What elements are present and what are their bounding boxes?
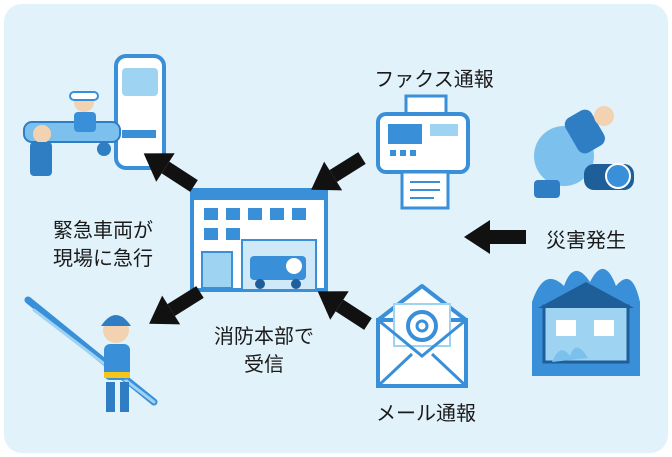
ambulance-stretcher-icon: [23, 54, 166, 176]
firefighter-hose-icon: [24, 296, 158, 412]
fax-report-label: ファクス通報: [374, 67, 494, 91]
collapsed-person-icon: [534, 106, 634, 198]
burning-house-icon: [532, 268, 640, 376]
receive-label-line1: 消防本部で: [214, 324, 314, 348]
dispatch-label-line1: 緊急車両が: [53, 218, 153, 242]
fire-headquarters-building-icon: [190, 188, 328, 292]
diagram-artwork: [23, 54, 640, 412]
mail-report-label: メール通報: [376, 401, 476, 425]
disaster-label: 災害発生: [546, 228, 626, 252]
dispatch-label: 緊急車両が 現場に急行: [18, 216, 188, 272]
receive-label-line2: 受信: [244, 352, 284, 376]
fax-machine-icon: [376, 94, 470, 210]
flow-arrows: [143, 152, 526, 330]
dispatch-label-line2: 現場に急行: [53, 246, 153, 270]
receive-label: 消防本部で 受信: [194, 322, 334, 378]
mail-envelope-at-icon: [376, 284, 468, 388]
arrow-disaster-to-center: [464, 220, 526, 254]
arrow-to-ambulance: [143, 153, 198, 192]
arrow-to-firefighter: [149, 286, 204, 325]
arrow-mail-to-hq: [317, 291, 372, 330]
diagram-panel: ファクス通報 メール通報 災害発生 緊急車両が 現場に急行 消防本部で 受信: [4, 4, 668, 453]
arrow-fax-to-hq: [311, 152, 366, 191]
